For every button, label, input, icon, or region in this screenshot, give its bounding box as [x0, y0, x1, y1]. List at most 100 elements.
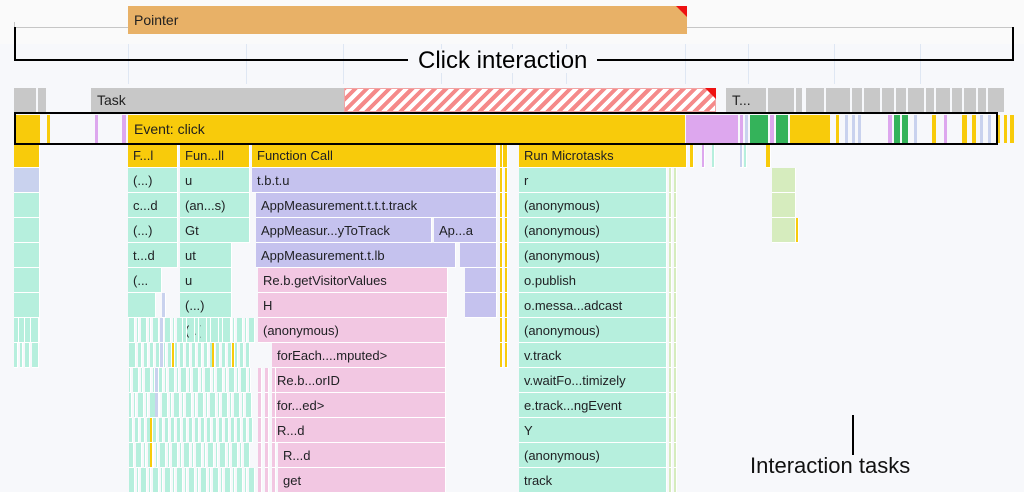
flame-bar-unlabeled[interactable] — [669, 468, 672, 492]
event-bar-unlabeled[interactable] — [790, 115, 830, 143]
flame-bar[interactable]: AppMeasurement.t.t.t.track — [256, 193, 497, 218]
event-bar-unlabeled[interactable] — [770, 115, 774, 143]
flame-bar-unlabeled[interactable] — [168, 443, 170, 468]
flame-bar-unlabeled[interactable] — [669, 393, 672, 418]
flame-bar[interactable]: (...) — [128, 168, 178, 193]
flame-bar-unlabeled[interactable] — [146, 393, 148, 418]
flame-bar-unlabeled[interactable] — [174, 393, 180, 418]
flame-bar-unlabeled[interactable] — [210, 393, 216, 418]
flame-bar-unlabeled[interactable] — [129, 343, 136, 368]
flame-bar-unlabeled[interactable] — [772, 218, 796, 243]
event-tick-bar[interactable] — [836, 115, 839, 143]
flame-bar-unlabeled[interactable] — [272, 443, 276, 468]
flame-bar-unlabeled[interactable] — [674, 343, 677, 368]
event-tick-bar[interactable] — [996, 115, 1000, 143]
flame-bar-unlabeled[interactable] — [150, 443, 153, 468]
flame-bar-unlabeled[interactable] — [505, 268, 508, 293]
task-bar-unlabeled[interactable] — [964, 88, 977, 112]
flame-bar-unlabeled[interactable] — [206, 393, 208, 418]
flame-bar-unlabeled[interactable] — [14, 218, 40, 243]
flame-bar-unlabeled[interactable] — [669, 318, 672, 343]
flame-bar-unlabeled[interactable] — [129, 443, 134, 468]
task-bar-unlabeled[interactable] — [864, 88, 881, 112]
flame-bar-unlabeled[interactable] — [505, 243, 508, 268]
flame-bar-unlabeled[interactable] — [145, 368, 151, 393]
flame-bar-unlabeled[interactable] — [505, 193, 508, 218]
event-bar-unlabeled[interactable] — [686, 115, 738, 143]
flame-bar-unlabeled[interactable] — [137, 318, 139, 343]
event-bar[interactable]: Event: click — [128, 115, 685, 143]
flame-bar-unlabeled[interactable] — [241, 368, 247, 393]
flame-bar-unlabeled[interactable] — [149, 318, 151, 343]
flame-bar[interactable]: u — [180, 168, 250, 193]
flame-bar-unlabeled[interactable] — [505, 318, 508, 343]
event-bar-unlabeled[interactable] — [47, 115, 50, 143]
task-bar-unlabeled[interactable] — [852, 88, 863, 112]
flame-bar-unlabeled[interactable] — [249, 318, 255, 343]
event-tick-bar[interactable] — [944, 115, 947, 143]
flame-bar-unlabeled[interactable] — [669, 168, 672, 193]
flame-bar-unlabeled[interactable] — [129, 368, 131, 393]
task-bar-unlabeled[interactable] — [882, 88, 895, 112]
flame-bar-unlabeled[interactable] — [160, 443, 166, 468]
flame-bar-unlabeled[interactable] — [232, 443, 238, 468]
flame-bar[interactable]: (anonymous) — [519, 218, 667, 243]
flame-bar-unlabeled[interactable] — [165, 468, 171, 492]
task-bar-unlabeled[interactable] — [38, 88, 47, 112]
flame-bar-unlabeled[interactable] — [205, 368, 211, 393]
flame-bar-unlabeled[interactable] — [201, 468, 207, 492]
flame-bar-unlabeled[interactable] — [138, 343, 142, 368]
task-bar-unlabeled[interactable] — [826, 88, 851, 112]
flame-bar-unlabeled[interactable] — [712, 143, 715, 168]
flame-bar-unlabeled[interactable] — [14, 243, 40, 268]
flame-bar-unlabeled[interactable] — [32, 343, 39, 368]
flame-bar-unlabeled[interactable] — [222, 343, 226, 368]
flame-bar-unlabeled[interactable] — [133, 368, 139, 393]
flame-bar-unlabeled[interactable] — [218, 393, 220, 418]
flame-bar-unlabeled[interactable] — [129, 393, 132, 418]
flame-bar[interactable]: (anonymous) — [519, 193, 667, 218]
flame-bar-unlabeled[interactable] — [183, 418, 187, 443]
flame-bar-unlabeled[interactable] — [134, 393, 136, 418]
flame-bar[interactable]: (an...s) — [180, 193, 250, 218]
flame-bar[interactable]: F...l — [128, 143, 178, 168]
flame-bar-unlabeled[interactable] — [138, 393, 144, 418]
flame-bar-unlabeled[interactable] — [197, 468, 199, 492]
flame-bar-unlabeled[interactable] — [141, 468, 147, 492]
flame-bar-unlabeled[interactable] — [225, 368, 227, 393]
event-tick-bar[interactable] — [894, 115, 900, 143]
flame-bar[interactable]: H — [258, 293, 448, 318]
flame-bar-unlabeled[interactable] — [186, 343, 190, 368]
flame-bar-unlabeled[interactable] — [272, 393, 276, 418]
flame-bar-unlabeled[interactable] — [189, 318, 195, 343]
flame-bar-unlabeled[interactable] — [265, 443, 269, 468]
flame-bar-unlabeled[interactable] — [144, 443, 146, 468]
flame-bar-unlabeled[interactable] — [171, 418, 175, 443]
flame-bar[interactable]: Fun...ll — [180, 143, 250, 168]
flame-bar-unlabeled[interactable] — [189, 418, 193, 443]
flame-bar-unlabeled[interactable] — [14, 318, 19, 343]
flame-bar-unlabeled[interactable] — [674, 168, 677, 193]
event-bar-unlabeled[interactable] — [122, 115, 126, 143]
flame-bar-unlabeled[interactable] — [177, 318, 183, 343]
flame-bar-unlabeled[interactable] — [265, 418, 269, 443]
flame-bar-unlabeled[interactable] — [141, 368, 143, 393]
flame-bar-unlabeled[interactable] — [137, 468, 139, 492]
event-tick-bar[interactable] — [1004, 115, 1007, 143]
flame-bar-unlabeled[interactable] — [177, 418, 181, 443]
flame-bar-unlabeled[interactable] — [180, 443, 182, 468]
flame-bar-unlabeled[interactable] — [465, 293, 497, 318]
flame-bar-unlabeled[interactable] — [244, 443, 250, 468]
flame-bar-unlabeled[interactable] — [219, 418, 223, 443]
flame-bar-unlabeled[interactable] — [198, 343, 202, 368]
flame-bar-unlabeled[interactable] — [160, 343, 164, 368]
flame-bar-unlabeled[interactable] — [245, 318, 247, 343]
flame-bar-unlabeled[interactable] — [141, 418, 145, 443]
flame-bar-unlabeled[interactable] — [181, 368, 187, 393]
flame-bar-unlabeled[interactable] — [209, 468, 211, 492]
flame-bar[interactable]: for...ed> — [272, 393, 446, 418]
flame-bar-unlabeled[interactable] — [195, 418, 199, 443]
flame-bar-unlabeled[interactable] — [669, 343, 672, 368]
flame-bar-unlabeled[interactable] — [237, 418, 241, 443]
flame-bar[interactable]: c...d — [128, 193, 178, 218]
